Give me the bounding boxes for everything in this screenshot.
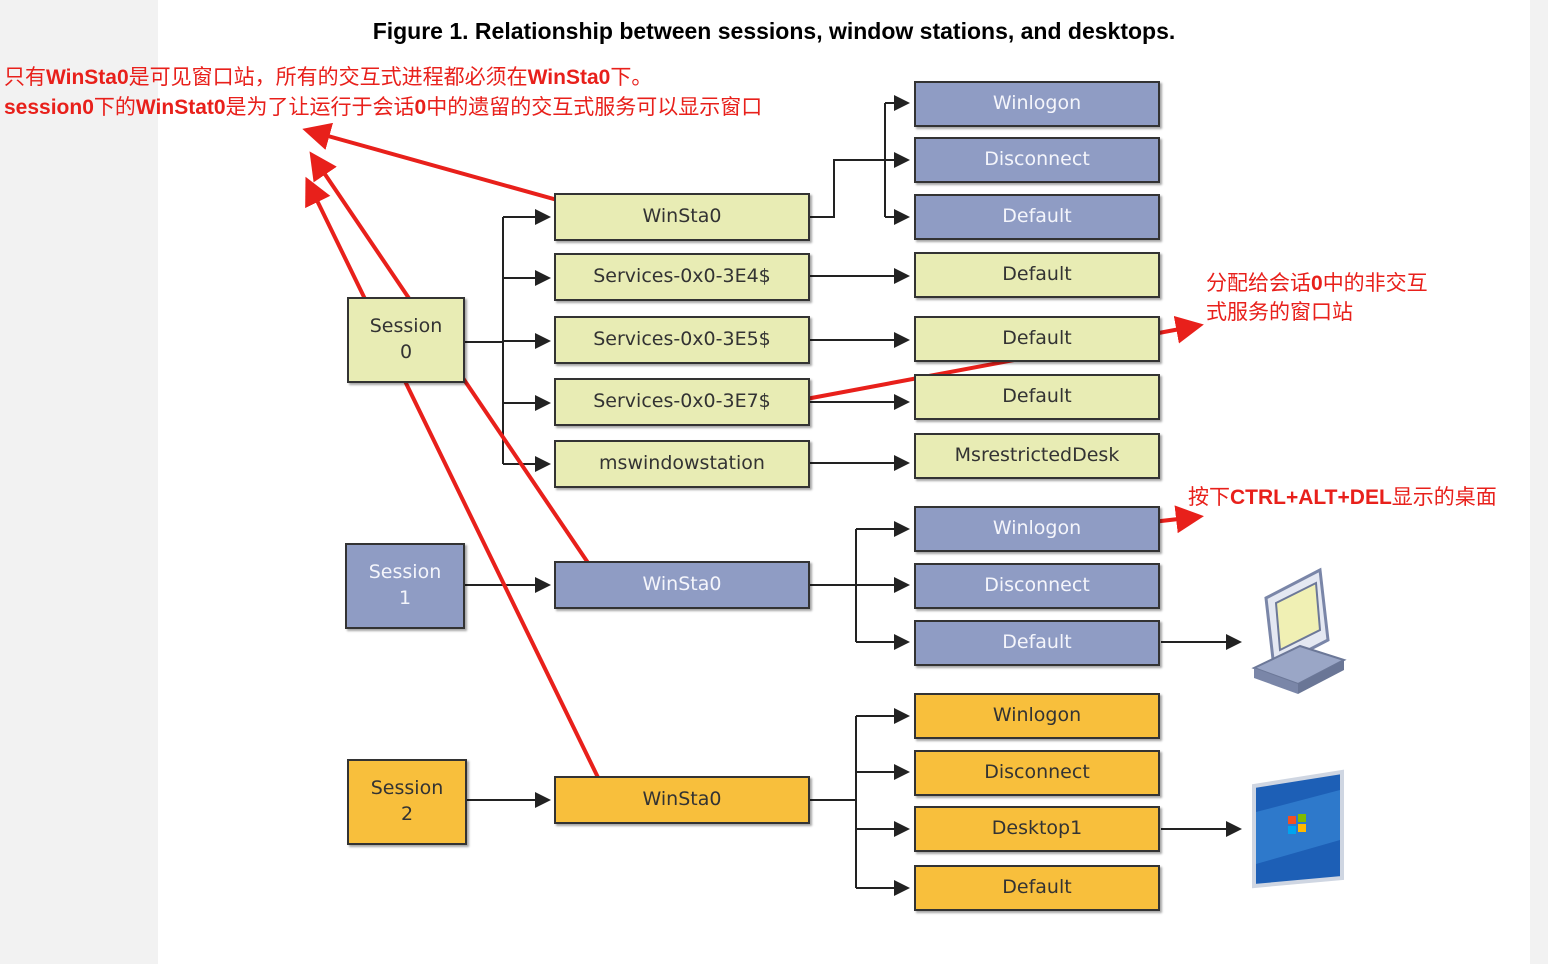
annotation-services-line1: 分配给会话0中的非交互 xyxy=(1206,271,1428,295)
annotation-winsta0-line1: 只有WinSta0是可见窗口站，所有的交互式进程都必须在WinSta0下。 xyxy=(4,65,653,89)
connectors xyxy=(465,95,1242,896)
desktop-default-3e7: Default xyxy=(914,374,1160,420)
desktop-msrestricteddesk: MsrestrictedDesk xyxy=(914,433,1160,479)
desktop-winlogon-s2: Winlogon xyxy=(914,693,1160,739)
computer-icon xyxy=(1251,567,1347,694)
desktop-default-s0: Default xyxy=(914,194,1160,240)
annotation-services-line2: 式服务的窗口站 xyxy=(1206,300,1353,324)
windows-screen-icon xyxy=(1252,769,1344,889)
desktop-disconnect-s1: Disconnect xyxy=(914,563,1160,609)
desktop-winlogon-s1: Winlogon xyxy=(914,506,1160,552)
station-mswindowstation: mswindowstation xyxy=(554,440,810,488)
station-winsta0-s0: WinSta0 xyxy=(554,193,810,241)
station-winsta0-s1: WinSta0 xyxy=(554,561,810,609)
station-winsta0-s2: WinSta0 xyxy=(554,776,810,824)
desktop-desktop1-s2: Desktop1 xyxy=(914,806,1160,852)
desktop-winlogon-s0: Winlogon xyxy=(914,81,1160,127)
desktop-default-3e4: Default xyxy=(914,252,1160,298)
station-services-3e7: Services-0x0-3E7$ xyxy=(554,378,810,426)
session-2-box: Session 2 xyxy=(347,759,467,845)
red-arrow-winsta0-s0 xyxy=(302,122,587,210)
red-arrow-winsta0-s2 xyxy=(305,176,609,797)
station-services-3e4: Services-0x0-3E4$ xyxy=(554,253,810,301)
session-1-box: Session 1 xyxy=(345,543,465,629)
desktop-default-s2: Default xyxy=(914,865,1160,911)
desktop-default-s1: Default xyxy=(914,620,1160,666)
session-0-box: Session 0 xyxy=(347,297,465,383)
station-services-3e5: Services-0x0-3E5$ xyxy=(554,316,810,364)
annotation-ctrl-alt-del: 按下CTRL+ALT+DEL显示的桌面 xyxy=(1188,485,1497,509)
desktop-disconnect-s2: Disconnect xyxy=(914,750,1160,796)
annotation-winsta0-line2: session0下的WinStat0是为了让运行于会话0中的遗留的交互式服务可以… xyxy=(4,95,763,119)
desktop-disconnect-s0: Disconnect xyxy=(914,137,1160,183)
figure-title: Figure 1. Relationship between sessions,… xyxy=(372,18,1176,44)
desktop-default-3e5: Default xyxy=(914,316,1160,362)
